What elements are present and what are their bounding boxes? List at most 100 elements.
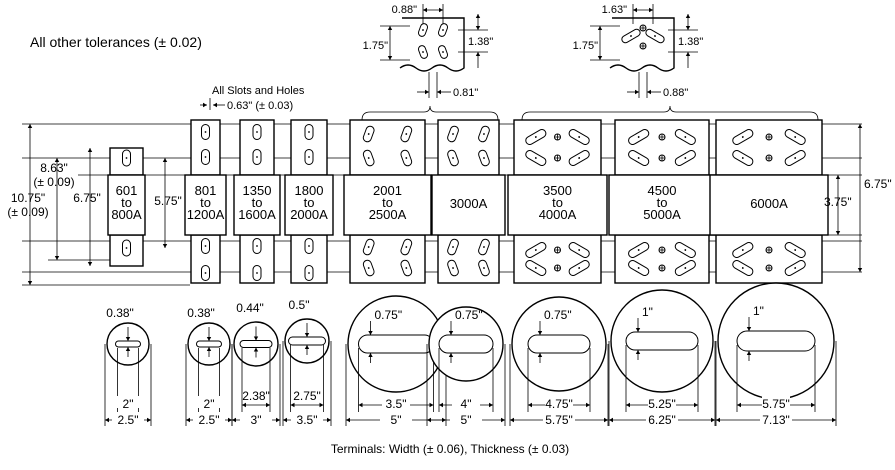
arrowhead	[54, 256, 60, 260]
fuse-body-4	[343, 174, 432, 236]
section-slot-7	[625, 331, 699, 351]
terminal-slot	[784, 150, 806, 166]
rating-line-3: 4000A	[539, 207, 577, 222]
thickness-label: 0.5"	[289, 298, 310, 312]
arrowhead	[206, 347, 212, 351]
arrowhead	[475, 14, 481, 18]
detail-top-label: 0.88"	[392, 4, 417, 16]
terminal-slot	[674, 260, 696, 276]
terminal-slot	[447, 238, 459, 256]
fuse-body-1	[184, 174, 227, 236]
terminal-slot	[784, 242, 806, 258]
rating-line-2: to	[552, 195, 563, 210]
terminal-bottom-3	[290, 234, 328, 284]
outer-width-label: 7.13"	[762, 413, 790, 427]
rating-line-3: 2500A	[369, 207, 407, 222]
terminal-slot	[201, 238, 210, 254]
arrowhead	[105, 417, 109, 423]
terminal-slot	[732, 242, 754, 258]
arrowhead	[87, 148, 93, 152]
terminal-bottom-5	[437, 234, 500, 284]
arrowhead	[437, 89, 441, 95]
outer-width-label: 5"	[391, 413, 402, 427]
fuse-body-5	[431, 174, 506, 236]
thickness-label: 0.75"	[544, 308, 572, 322]
height-6-75-right-label: 6.75"	[864, 177, 892, 191]
arrowhead	[626, 402, 630, 408]
terminal-top-3	[290, 119, 328, 176]
height-8-63-tol: (± 0.09)	[33, 175, 74, 189]
terminal-top-6	[513, 119, 602, 176]
rating-line-3: 1600A	[238, 207, 276, 222]
thickness-label: 0.38"	[106, 306, 134, 320]
rating-line-2: to	[252, 195, 263, 210]
terminal-slot	[628, 129, 650, 145]
inner-width-label: 2"	[204, 397, 215, 411]
thickness-label: 1"	[753, 304, 764, 318]
rating-line-2: to	[200, 195, 211, 210]
arrowhead	[832, 417, 836, 423]
height-8-63-label: 8.63"	[40, 161, 68, 175]
arrowhead	[448, 353, 454, 357]
terminal-section-2	[233, 321, 279, 367]
arrowhead	[439, 402, 443, 408]
outer-width-label: 2.5"	[199, 413, 220, 427]
arrowhead	[368, 331, 373, 335]
terminal-bottom-7	[614, 234, 710, 284]
terminal-slot	[201, 124, 210, 140]
detail-view-0	[399, 17, 465, 72]
terminal-slot	[304, 124, 314, 140]
detail-slot	[417, 23, 429, 37]
terminal-section-3	[284, 318, 330, 364]
outer-width-label: 3.5"	[297, 413, 318, 427]
arrowhead	[425, 89, 429, 95]
arrowhead	[283, 417, 287, 423]
terminal-slot	[525, 150, 547, 166]
terminal-slot	[400, 238, 413, 256]
arrowhead	[54, 158, 60, 162]
terminal-slot	[568, 242, 590, 258]
arrowhead	[857, 124, 863, 128]
terminal-slot	[525, 260, 547, 276]
height-6-75-left-label: 6.75"	[73, 191, 101, 205]
terminal-slot	[628, 242, 650, 258]
arrowhead	[206, 337, 212, 341]
rating-line-1: 601	[116, 183, 138, 198]
arrowhead	[213, 102, 217, 108]
section-slot-6	[527, 334, 591, 354]
terminal-slot	[732, 150, 754, 166]
terminal-slot	[304, 238, 314, 254]
terminal-slot	[628, 150, 650, 166]
terminal-bottom-6	[513, 234, 602, 284]
height-5-75-label: 5.75"	[154, 194, 182, 208]
terminal-slot	[201, 265, 210, 281]
arrowhead	[609, 417, 613, 423]
thickness-label: 0.75"	[375, 308, 403, 322]
arrowhead	[125, 337, 131, 341]
detail-top-label: 1.63"	[602, 4, 627, 16]
height-10-75-label: 10.75"	[11, 191, 45, 205]
terminal-top-4	[349, 119, 426, 176]
terminal-top-7	[614, 119, 710, 176]
brace-group-2	[521, 105, 819, 121]
terminal-slot	[252, 238, 262, 254]
arrowhead	[304, 345, 310, 349]
thickness-label: 0.38"	[187, 306, 215, 320]
brace-group-1	[361, 105, 499, 121]
arrowhead	[242, 402, 246, 408]
terminal-slot	[478, 149, 490, 167]
terminal-slot	[732, 260, 754, 276]
terminal-top-1	[190, 119, 221, 176]
detail-right-label: 1.38"	[468, 36, 493, 48]
rating-line-1: 801	[195, 183, 217, 198]
arrowhead	[125, 347, 131, 351]
arrowhead	[319, 402, 324, 408]
detail-right-label: 1.38"	[678, 36, 703, 48]
arrowhead	[597, 56, 603, 60]
arrowhead	[694, 402, 698, 408]
terminal-slot	[362, 238, 375, 256]
terminal-slot	[400, 149, 413, 167]
arrowhead	[358, 402, 363, 408]
arrowhead	[327, 417, 331, 423]
arrowhead	[427, 417, 431, 423]
